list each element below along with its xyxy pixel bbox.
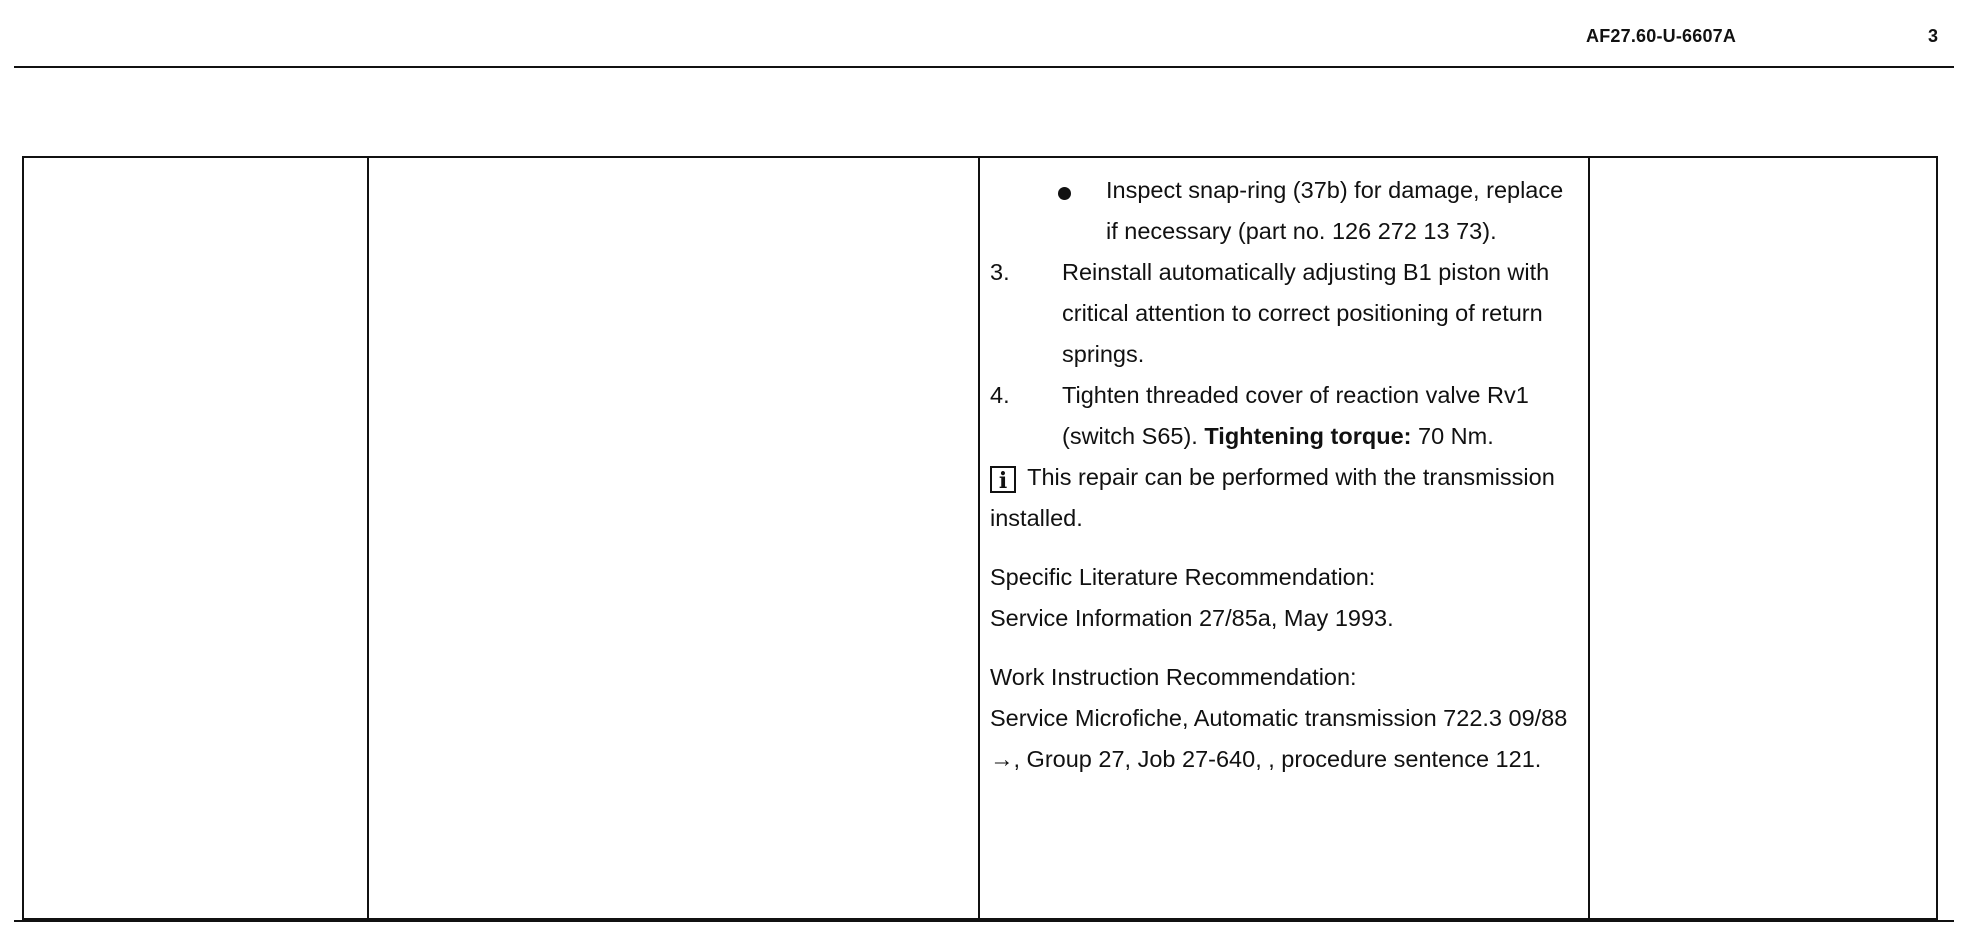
page-number: 3 — [1928, 26, 1939, 46]
step-item: 3. Reinstall automatically adjusting B1 … — [990, 252, 1580, 375]
bottom-rule — [14, 920, 1954, 922]
content-table — [22, 156, 1938, 920]
step-number: 3. — [990, 259, 1010, 285]
torque-value: 70 Nm. — [1418, 423, 1494, 449]
work-instruction-recommendation: Work Instruction Recommendation: Service… — [990, 657, 1580, 780]
instruction-cell: Inspect snap-ring (37b) for damage, repl… — [990, 170, 1580, 780]
work-instruction-label: Work Instruction Recommendation: — [990, 664, 1357, 690]
step-number: 4. — [990, 382, 1010, 408]
step-text: Reinstall automatically adjusting B1 pis… — [1062, 259, 1550, 367]
column-divider-3 — [1588, 158, 1590, 918]
column-divider-1 — [367, 158, 369, 918]
torque-label: Tightening torque: — [1204, 423, 1412, 449]
work-instruction-value: Service Microfiche, Automatic transmissi… — [990, 705, 1568, 772]
bullet-text: Inspect snap-ring (37b) for damage, repl… — [1106, 177, 1564, 244]
step-text: Tighten threaded cover of reaction valve… — [1062, 382, 1529, 449]
info-icon: i — [990, 466, 1016, 494]
step-item: 4. Tighten threaded cover of reaction va… — [990, 375, 1580, 457]
info-note-text: This repair can be performed with the tr… — [990, 464, 1555, 531]
bullet-list-item: Inspect snap-ring (37b) for damage, repl… — [990, 170, 1580, 252]
column-divider-2 — [978, 158, 980, 918]
literature-label: Specific Literature Recommendation: — [990, 564, 1376, 590]
info-note: i This repair can be performed with the … — [990, 457, 1580, 539]
literature-value: Service Information 27/85a, May 1993. — [990, 605, 1394, 631]
bullet-icon — [1058, 187, 1071, 200]
header-rule — [14, 66, 1954, 68]
document-id: AF27.60-U-6607A — [1586, 26, 1737, 46]
literature-recommendation: Specific Literature Recommendation: Serv… — [990, 557, 1580, 639]
